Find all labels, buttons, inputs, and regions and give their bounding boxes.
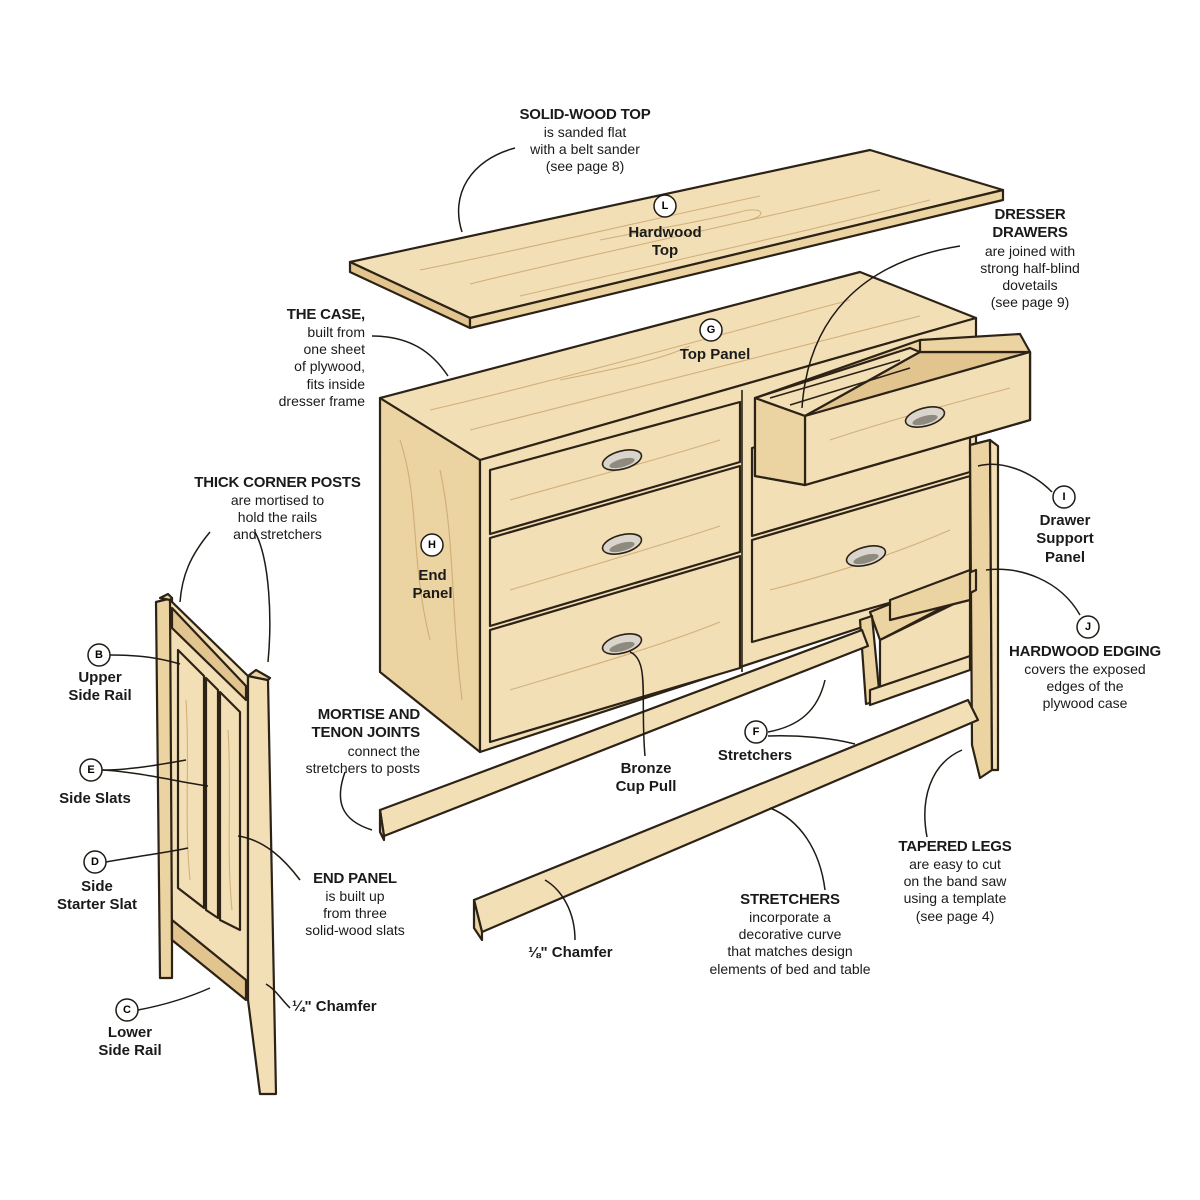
part-letter-D: D <box>91 856 99 868</box>
callout-hardwood-edging: HARDWOOD EDGING covers the exposed edges… <box>1009 643 1161 712</box>
note-quarter-chamfer: ¼" Chamfer <box>292 998 377 1015</box>
right-frame <box>858 438 1000 780</box>
callout-stretchers: STRETCHERS incorporate a decorative curv… <box>709 891 871 977</box>
circle-J <box>1076 615 1100 639</box>
part-letter-L: L <box>661 200 669 212</box>
part-letter-G: G <box>706 324 716 336</box>
part-letter-I: I <box>1062 491 1066 503</box>
circle-L <box>653 194 677 218</box>
part-name-stretchers: Stretchers <box>717 747 793 764</box>
part-letter-C: C <box>123 1004 131 1016</box>
part-letter-B: B <box>95 649 103 661</box>
part-letter-F: F <box>752 726 760 738</box>
callout-thick-corner-posts: THICK CORNER POSTS are mortised to hold … <box>194 474 361 543</box>
back-stretcher <box>378 628 870 842</box>
callout-tapered-legs: TAPERED LEGS are easy to cut on the band… <box>898 838 1012 924</box>
circle-G <box>699 318 723 342</box>
callout-end-panel: END PANEL is built up from three solid-w… <box>305 870 405 939</box>
circle-I <box>1052 485 1076 509</box>
cup-pulls <box>601 406 946 655</box>
part-letter-J: J <box>1084 621 1092 633</box>
callout-solid-wood-top: SOLID-WOOD TOP is sanded flat with a bel… <box>519 106 651 175</box>
note-eighth-chamfer: ⅛" Chamfer <box>528 944 613 961</box>
part-name-side-slats: Side Slats <box>59 790 131 807</box>
part-letter-H: H <box>428 539 436 551</box>
leader-lines <box>101 147 1081 1011</box>
part-letter-E: E <box>87 764 95 776</box>
callout-mortise-tenon-joints: MORTISE AND TENON JOINTS connect the str… <box>305 706 421 776</box>
side-assembly <box>154 592 278 1096</box>
callout-dresser-drawers: DRESSER DRAWERS are joined with strong h… <box>980 206 1080 310</box>
circle-H <box>420 533 444 557</box>
front-stretcher <box>472 698 980 942</box>
circle-F <box>744 720 768 744</box>
part-letter-circles <box>79 194 1100 1022</box>
part-name-top-panel: Top Panel <box>679 346 751 363</box>
hardwood-top-board <box>348 148 1005 330</box>
callout-the-case: THE CASE, built from one sheet of plywoo… <box>278 306 366 409</box>
